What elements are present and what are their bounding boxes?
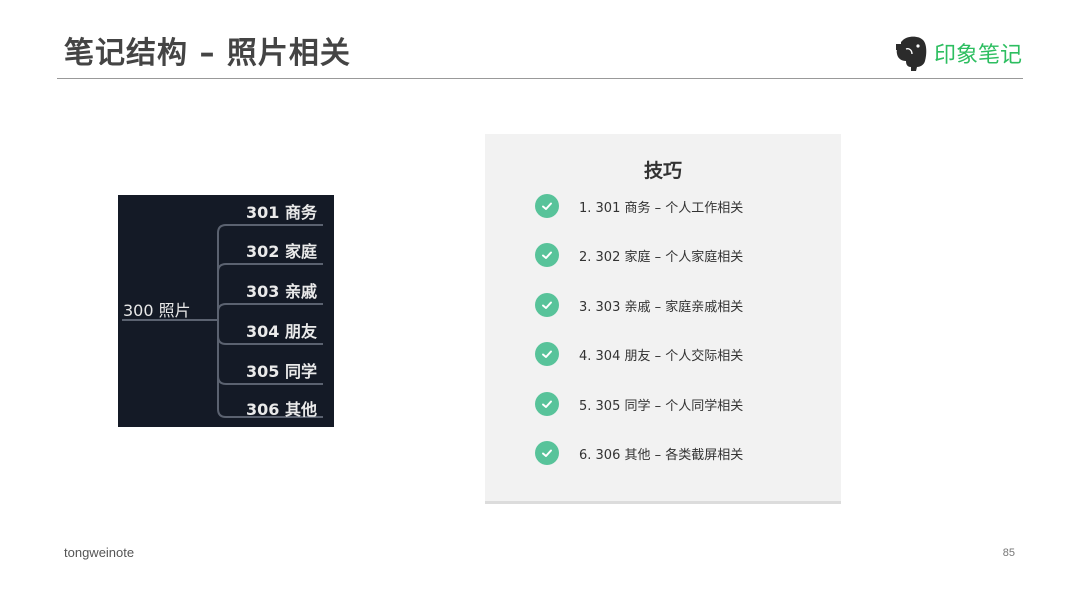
mindmap-node: 301 商务	[246, 203, 317, 222]
check-icon	[535, 441, 559, 465]
tip-label: 4. 304 朋友 – 个人交际相关	[579, 348, 744, 364]
mindmap-node: 306 其他	[246, 400, 317, 419]
check-icon	[535, 194, 559, 218]
tip-label: 1. 301 商务 – 个人工作相关	[579, 200, 744, 216]
tip-label: 2. 302 家庭 – 个人家庭相关	[579, 249, 744, 265]
mindmap-node: 305 同学	[246, 362, 317, 381]
elephant-icon	[895, 36, 927, 71]
tip-label: 3. 303 亲戚 – 家庭亲戚相关	[579, 299, 744, 315]
tip-label: 5. 305 同学 – 个人同学相关	[579, 398, 744, 414]
check-icon	[535, 243, 559, 267]
tips-title: 技巧	[643, 160, 682, 182]
evernote-logo: 印象笔记	[894, 34, 1022, 72]
page-title: 笔记结构 – 照片相关	[64, 36, 351, 71]
logo-text: 印象笔记	[933, 43, 1022, 68]
tip-item: 4. 304 朋友 – 个人交际相关	[535, 342, 743, 366]
tips-card: 技巧 1. 301 商务 – 个人工作相关 2. 302 家庭 – 个人家庭相关…	[485, 134, 841, 504]
check-icon	[535, 342, 559, 366]
mindmap-node: 304 朋友	[246, 322, 317, 341]
mindmap-connectors	[122, 224, 323, 418]
mindmap-node: 302 家庭	[246, 242, 317, 261]
tip-label: 6. 306 其他 – 各类截屏相关	[579, 447, 744, 463]
mindmap-root-node: 300 照片	[123, 301, 191, 320]
tip-item: 1. 301 商务 – 个人工作相关	[535, 194, 743, 218]
footer-author: tongweinote	[64, 545, 135, 560]
header-divider	[57, 78, 1023, 79]
tip-item: 2. 302 家庭 – 个人家庭相关	[535, 243, 743, 267]
tip-item: 5. 305 同学 – 个人同学相关	[535, 392, 743, 416]
check-icon	[535, 392, 559, 416]
check-icon	[535, 293, 559, 317]
mindmap-node: 303 亲戚	[246, 282, 317, 301]
page-number: 85	[1002, 547, 1015, 559]
tip-item: 3. 303 亲戚 – 家庭亲戚相关	[535, 293, 743, 317]
mindmap-screenshot: 300 照片 301 商务 302 家庭 303 亲戚 304 朋友 305 同…	[118, 195, 334, 427]
tip-item: 6. 306 其他 – 各类截屏相关	[535, 441, 743, 465]
